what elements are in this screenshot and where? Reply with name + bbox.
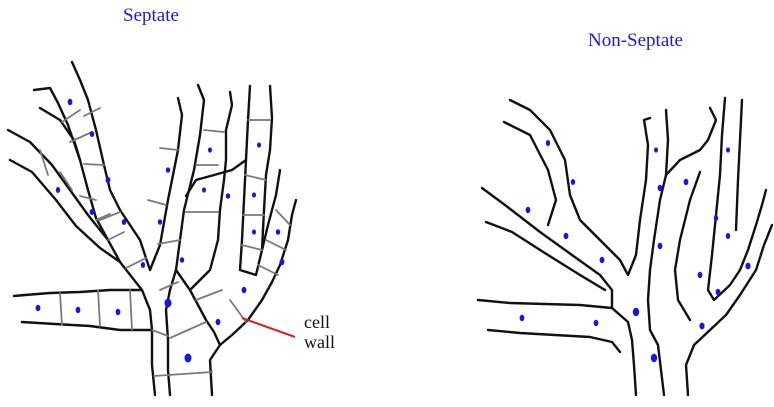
nucleus [654, 147, 658, 152]
septum [80, 196, 96, 200]
nucleus [280, 259, 285, 265]
non-septate-wall-right-branch [686, 225, 772, 395]
septum [204, 130, 224, 132]
septum [108, 232, 124, 240]
nucleus [658, 243, 663, 249]
septum [276, 210, 290, 225]
septate-wall-branch-b [8, 130, 108, 240]
septate-hypha-walls [8, 62, 296, 395]
nucleus [90, 131, 94, 137]
non-septate-wall-upper-right-inner [736, 100, 742, 230]
septum [242, 245, 262, 250]
nucleus [257, 142, 261, 147]
septum [266, 240, 286, 250]
non-septate-wall-upper-left [510, 100, 650, 275]
septum [258, 265, 278, 275]
nucleus [714, 215, 718, 221]
nucleus [166, 167, 170, 173]
non-septate-hypha-nuclei [520, 140, 751, 362]
septate-wall-right-branch [210, 200, 296, 395]
septate-wall-branch-a [40, 108, 80, 160]
nucleus [698, 272, 703, 278]
non-septate-wall-upper-mid [666, 108, 716, 175]
nucleus [726, 233, 730, 239]
septate-wall-branch-c [10, 160, 120, 262]
cell-wall-pointer [242, 318, 295, 337]
septum [148, 200, 166, 205]
nucleus [726, 147, 730, 152]
nucleus [90, 209, 95, 215]
nucleus [252, 192, 256, 197]
septate-wall-lower-branch-top [14, 290, 142, 296]
nucleus [180, 257, 184, 263]
nucleus [116, 309, 121, 315]
septum [130, 290, 132, 330]
septate-wall-trunk-right [190, 290, 220, 345]
septum [245, 175, 266, 180]
septum [40, 150, 48, 175]
non-septate-hypha [478, 98, 772, 395]
septum [152, 330, 168, 336]
non-septate-wall-mid-left-inner [486, 222, 605, 290]
nucleus [122, 219, 126, 225]
nucleus [252, 229, 256, 234]
septum [154, 372, 212, 376]
nucleus [158, 219, 162, 225]
non-septate-wall-center [648, 175, 666, 395]
septate-hypha [8, 62, 296, 395]
nucleus [106, 177, 111, 183]
nucleus [526, 207, 531, 213]
septate-wall-upper-right [240, 86, 272, 275]
nucleus [600, 257, 605, 263]
nucleus [76, 307, 81, 313]
nucleus [684, 179, 689, 185]
non-septate-wall-trunk-left [478, 300, 636, 395]
septum [84, 164, 104, 165]
septum [60, 293, 62, 325]
nucleus [165, 299, 172, 308]
non-septate-wall-lower-branch [488, 330, 620, 352]
septum [60, 172, 72, 190]
septate-wall-trunk-inner [166, 270, 176, 395]
nucleus [571, 179, 575, 185]
septum [160, 282, 178, 290]
nucleus [651, 354, 657, 362]
non-septate-wall-mid-left [482, 188, 612, 308]
nucleus [141, 262, 145, 268]
nucleus [699, 323, 704, 330]
nucleus [208, 147, 212, 152]
non-septate-hypha-walls [478, 98, 772, 395]
nucleus [242, 287, 247, 293]
septum [98, 290, 100, 326]
nucleus [226, 193, 230, 199]
septum [160, 148, 178, 150]
nucleus [185, 354, 192, 363]
nucleus [36, 305, 41, 311]
nucleus [546, 140, 550, 146]
nucleus [68, 99, 73, 105]
non-septate-wall-center-right [675, 172, 700, 320]
nucleus [658, 185, 663, 191]
nucleus [216, 319, 221, 325]
nucleus [276, 229, 280, 235]
nucleus [594, 320, 599, 326]
nucleus [202, 187, 206, 192]
nucleus [633, 308, 639, 316]
nucleus [520, 315, 525, 321]
septum [170, 322, 206, 338]
nucleus [564, 233, 569, 239]
nucleus [716, 289, 721, 295]
nucleus [745, 263, 750, 270]
septum [196, 290, 222, 300]
nucleus [56, 187, 60, 193]
